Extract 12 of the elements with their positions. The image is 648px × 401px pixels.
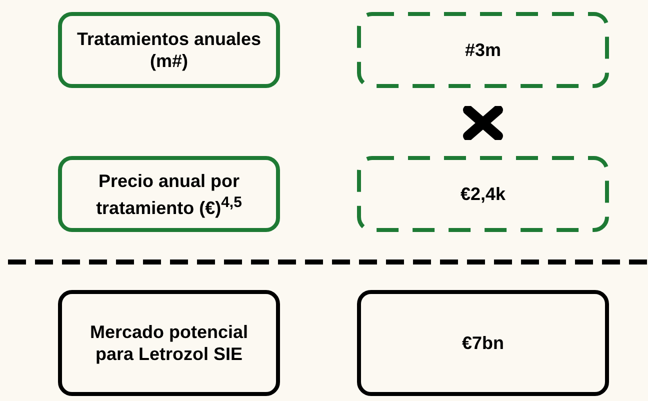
value-box [357,156,609,232]
label-box [58,156,280,232]
label-text: Tratamientos anuales (m#) [76,28,262,72]
value-text: #3m [464,39,502,61]
label-text: Mercado potencial para Letrozol SIE [88,321,250,365]
value-text: €7bn [462,332,504,354]
label-text: Precio anual por tratamiento (€)$^{4,5}$ [95,170,243,218]
label-box [58,12,280,88]
value-text: €2,4k [460,183,506,205]
value-box [357,12,609,88]
result-value-box [357,290,609,396]
result-label-box [58,290,280,396]
